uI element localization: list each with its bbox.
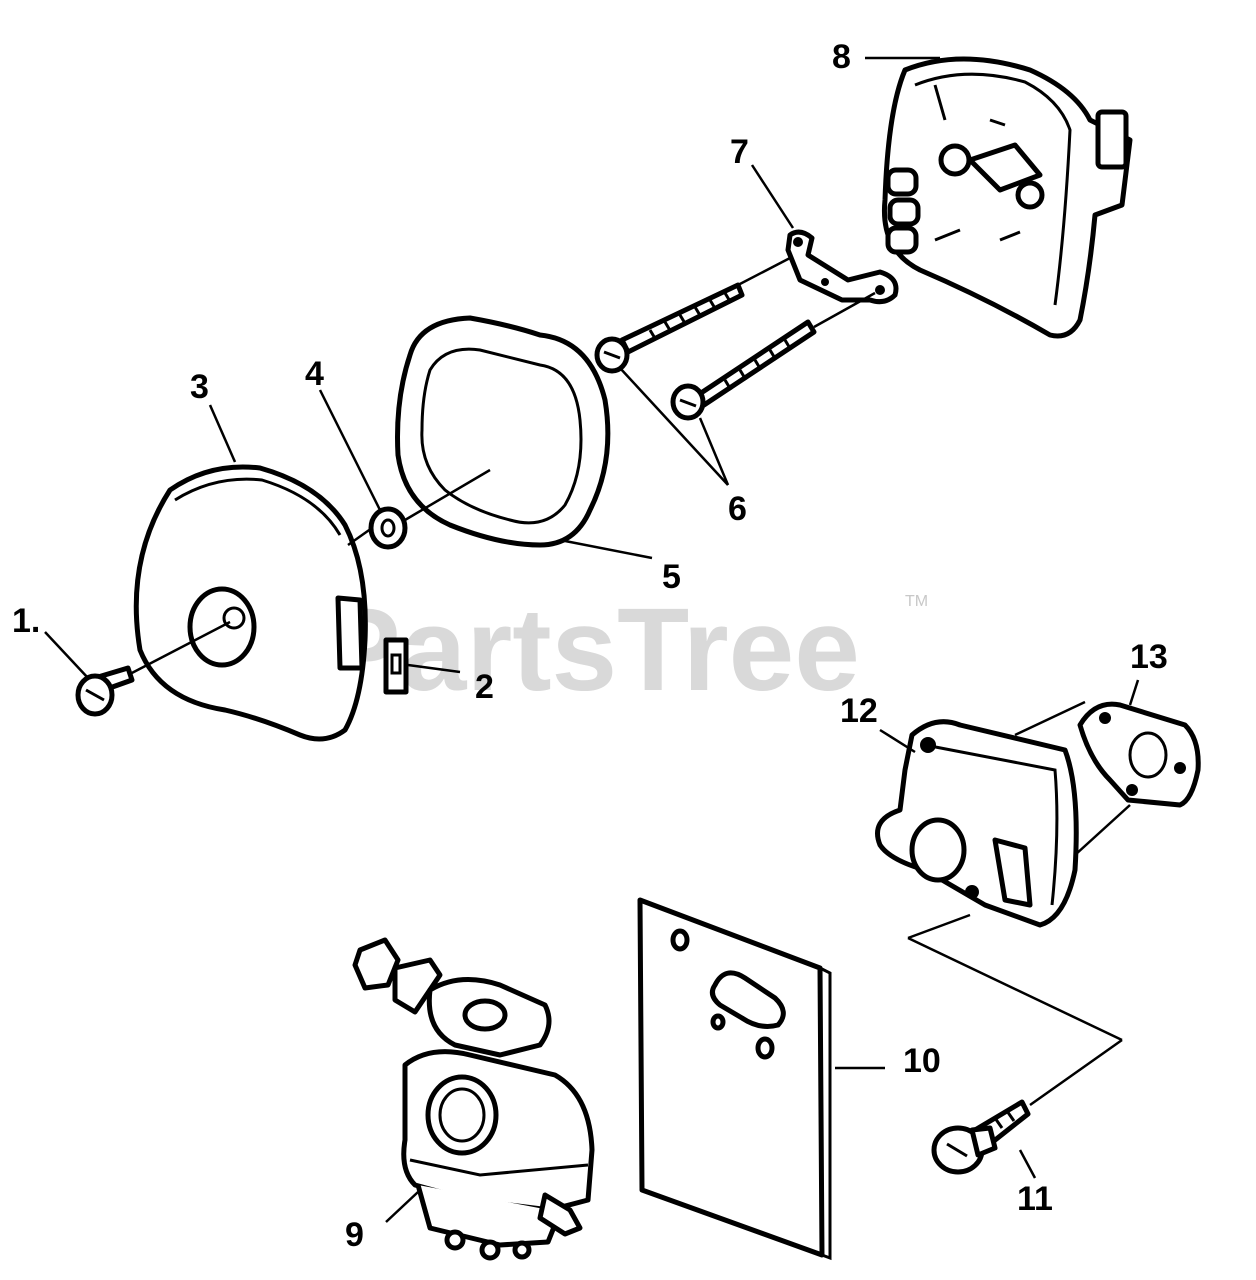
- callout-12: 12: [840, 692, 878, 730]
- part-2-label: [383, 637, 409, 695]
- part-12-insulator: [875, 719, 1079, 928]
- part-1-screw: [75, 665, 135, 717]
- callout-2: 2: [475, 668, 494, 706]
- callout-10: 10: [903, 1042, 941, 1080]
- watermark-trademark: TM: [905, 593, 928, 610]
- part-6-screws: [594, 282, 817, 421]
- callout-13: 13: [1130, 638, 1168, 676]
- callout-11: 11: [1017, 1180, 1053, 1218]
- part-7-bracket: [785, 229, 899, 305]
- callout-3: 3: [190, 368, 209, 406]
- part-4-washer: [368, 506, 408, 550]
- callout-4: 4: [305, 355, 324, 393]
- callout-8: 8: [832, 38, 851, 76]
- part-11-screw: [931, 1099, 1031, 1175]
- part-8-air-cleaner-base: [881, 56, 1133, 339]
- callout-1: 1.: [12, 602, 40, 640]
- callout-9: 9: [345, 1216, 364, 1254]
- callout-6: 6: [728, 490, 747, 528]
- callout-5: 5: [662, 558, 681, 596]
- watermark: PartsTree: [322, 584, 860, 716]
- callout-labels: 1. 2 3 4 5 6 7 8 9 10 11 12 13: [12, 38, 1168, 1254]
- part-5-filter-element: [395, 315, 611, 548]
- leader-lines: [44, 56, 1140, 1223]
- part-13-gasket: [1077, 701, 1201, 808]
- part-9-carburetor: [352, 937, 595, 1261]
- part-10-gasket-plate: [637, 897, 832, 1261]
- part-3-air-cleaner-cover: [133, 464, 368, 742]
- callout-7: 7: [730, 133, 749, 171]
